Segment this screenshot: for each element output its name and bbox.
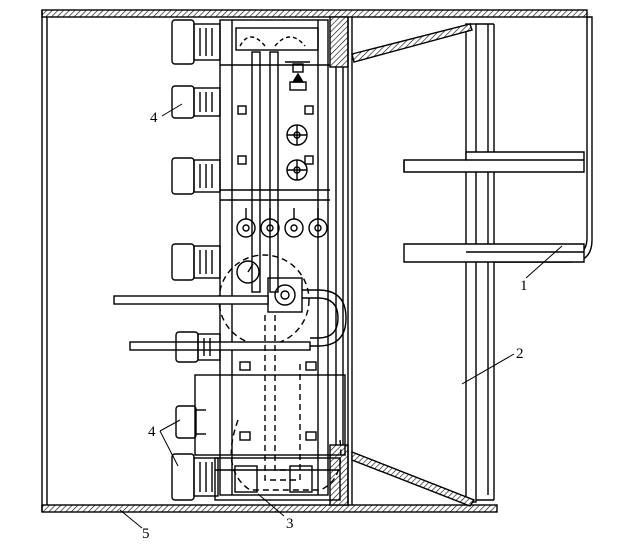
callout-label-1: 1 [520, 278, 528, 294]
frame-flanges [237, 105, 314, 165]
door-hinge-arm-bottom [351, 450, 476, 507]
dashed-internal-pipes [230, 315, 342, 491]
valve-wheel-upper [286, 124, 308, 146]
door-shelf-upper [403, 151, 585, 173]
u-bend-pipe [302, 289, 347, 347]
valve-wheel-lower [286, 159, 308, 181]
meter-unit-5 [175, 331, 221, 363]
meter-unit-7 [171, 453, 219, 501]
cabinet-door [465, 23, 495, 503]
meter-unit-2 [171, 85, 221, 119]
door-shelf-lower [403, 243, 585, 263]
pressure-gauge [236, 260, 260, 284]
callout-label-4-lower: 4 [148, 424, 156, 440]
top-manifold [235, 27, 319, 51]
base-pump-unit [214, 457, 341, 501]
door-hinge-arm-top [351, 23, 473, 63]
callout-label-5: 5 [142, 526, 150, 542]
outlet-pipe-upper [113, 295, 269, 305]
meter-unit-3 [171, 157, 221, 195]
meter-unit-4 [171, 243, 221, 281]
cabinet-top-wall [41, 9, 588, 18]
central-partition [329, 16, 353, 506]
side-panel [494, 16, 593, 263]
callout-label-2: 2 [516, 346, 524, 362]
callout-label-3: 3 [286, 516, 294, 532]
callout-label-4-upper: 4 [150, 110, 158, 126]
riser-pipes [251, 51, 279, 293]
valve-row [236, 208, 328, 238]
cabinet-bottom-wall [41, 504, 498, 513]
leader-lines [119, 103, 563, 529]
meter-unit-1 [171, 19, 221, 65]
top-valve [285, 61, 310, 91]
meter-unit-6 [175, 405, 206, 439]
lower-tank [194, 361, 346, 456]
pump-block [267, 277, 303, 313]
